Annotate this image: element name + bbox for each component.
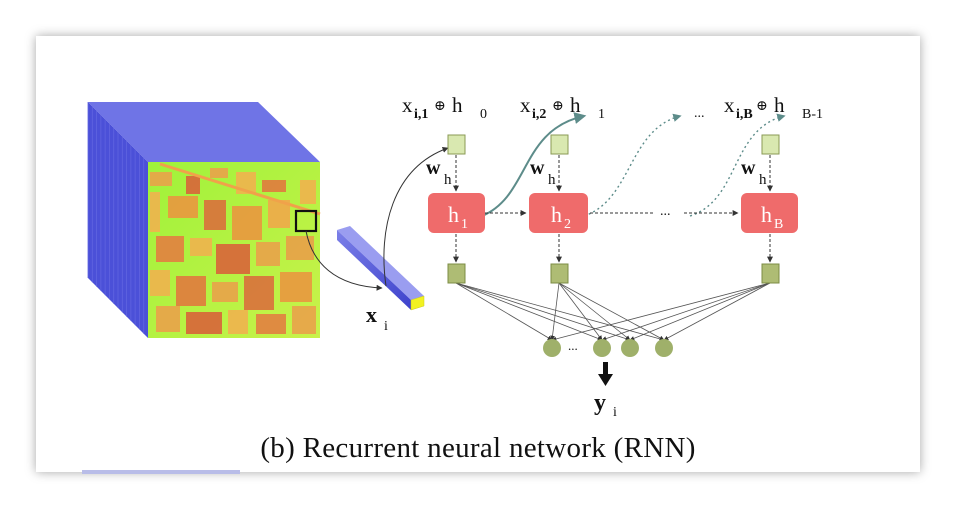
svg-text:i,1: i,1 — [414, 107, 428, 122]
vector-to-input-connector — [383, 146, 449, 287]
svg-text:1: 1 — [598, 107, 605, 122]
svg-text:h: h — [774, 93, 785, 117]
input-label-2: x i,2 ⊕ h 1 — [520, 93, 605, 122]
spectral-vector — [337, 226, 425, 311]
svg-text:0: 0 — [480, 107, 487, 122]
hidden-unit-B: h B — [741, 193, 798, 233]
hidden-ellipsis: ... — [660, 204, 671, 219]
svg-text:w: w — [530, 157, 545, 179]
svg-text:⊕: ⊕ — [756, 99, 768, 114]
recurrent-arrow-h1 — [481, 112, 587, 217]
hidden-output-node-1 — [447, 263, 466, 284]
pixel-to-vector-connector — [305, 230, 383, 291]
input-node-1 — [447, 134, 466, 155]
input-node-B — [761, 134, 780, 155]
input-label-1: x i,1 ⊕ h 0 — [402, 93, 487, 122]
hidden-unit-2: h 2 — [529, 193, 588, 233]
svg-text:B: B — [774, 217, 783, 232]
svg-text:i: i — [613, 405, 617, 420]
output-node-1 — [543, 339, 561, 357]
svg-text:i,2: i,2 — [532, 107, 546, 122]
hidden-output-node-B — [761, 263, 780, 284]
svg-text:y: y — [594, 390, 606, 416]
svg-text:B-1: B-1 — [802, 107, 823, 122]
hidden-output-node-2 — [550, 263, 569, 284]
input-ellipsis: ... — [694, 106, 705, 121]
figure-caption: (b) Recurrent neural network (RNN) — [260, 432, 696, 464]
dense-connections — [455, 282, 771, 342]
svg-text:x: x — [520, 93, 531, 117]
svg-text:h: h — [448, 202, 459, 227]
svg-text:⊕: ⊕ — [552, 99, 564, 114]
cube-front-map — [148, 162, 321, 338]
svg-text:x: x — [724, 93, 735, 117]
output-ellipsis: ... — [568, 338, 578, 353]
svg-text:1: 1 — [461, 217, 468, 232]
output-label: y i — [594, 390, 617, 420]
input-label-B: x i,B ⊕ h B-1 — [724, 93, 823, 122]
svg-text:x: x — [366, 302, 377, 327]
page-fragment — [82, 470, 240, 474]
svg-text:h: h — [761, 202, 772, 227]
output-arrow — [598, 362, 613, 386]
svg-text:x: x — [402, 93, 413, 117]
hyperspectral-cube — [87, 102, 321, 338]
svg-text:w: w — [741, 157, 756, 179]
svg-text:h: h — [759, 172, 767, 188]
pixel-vector-label: x i — [366, 302, 388, 334]
weight-label-B: w h — [741, 157, 767, 188]
weight-label-2: w h — [530, 157, 556, 188]
svg-text:h: h — [548, 172, 556, 188]
weight-label-1: w h — [426, 157, 452, 188]
svg-text:h: h — [452, 93, 463, 117]
output-node-3 — [621, 339, 639, 357]
svg-text:⊕: ⊕ — [434, 99, 446, 114]
recurrent-arrow-hprev — [689, 113, 786, 217]
svg-text:h: h — [444, 172, 452, 188]
output-node-4 — [655, 339, 673, 357]
svg-text:w: w — [426, 157, 441, 179]
recurrent-arrow-h2 — [583, 113, 682, 217]
svg-text:i: i — [384, 319, 388, 334]
svg-text:i,B: i,B — [736, 107, 753, 122]
cube-top-face — [88, 102, 320, 162]
svg-text:h: h — [551, 202, 562, 227]
output-node-2 — [593, 339, 611, 357]
hidden-unit-1: h 1 — [428, 193, 485, 233]
input-node-2 — [550, 134, 569, 155]
svg-text:2: 2 — [564, 217, 571, 232]
svg-text:h: h — [570, 93, 581, 117]
cube-band-lines — [87, 102, 145, 334]
